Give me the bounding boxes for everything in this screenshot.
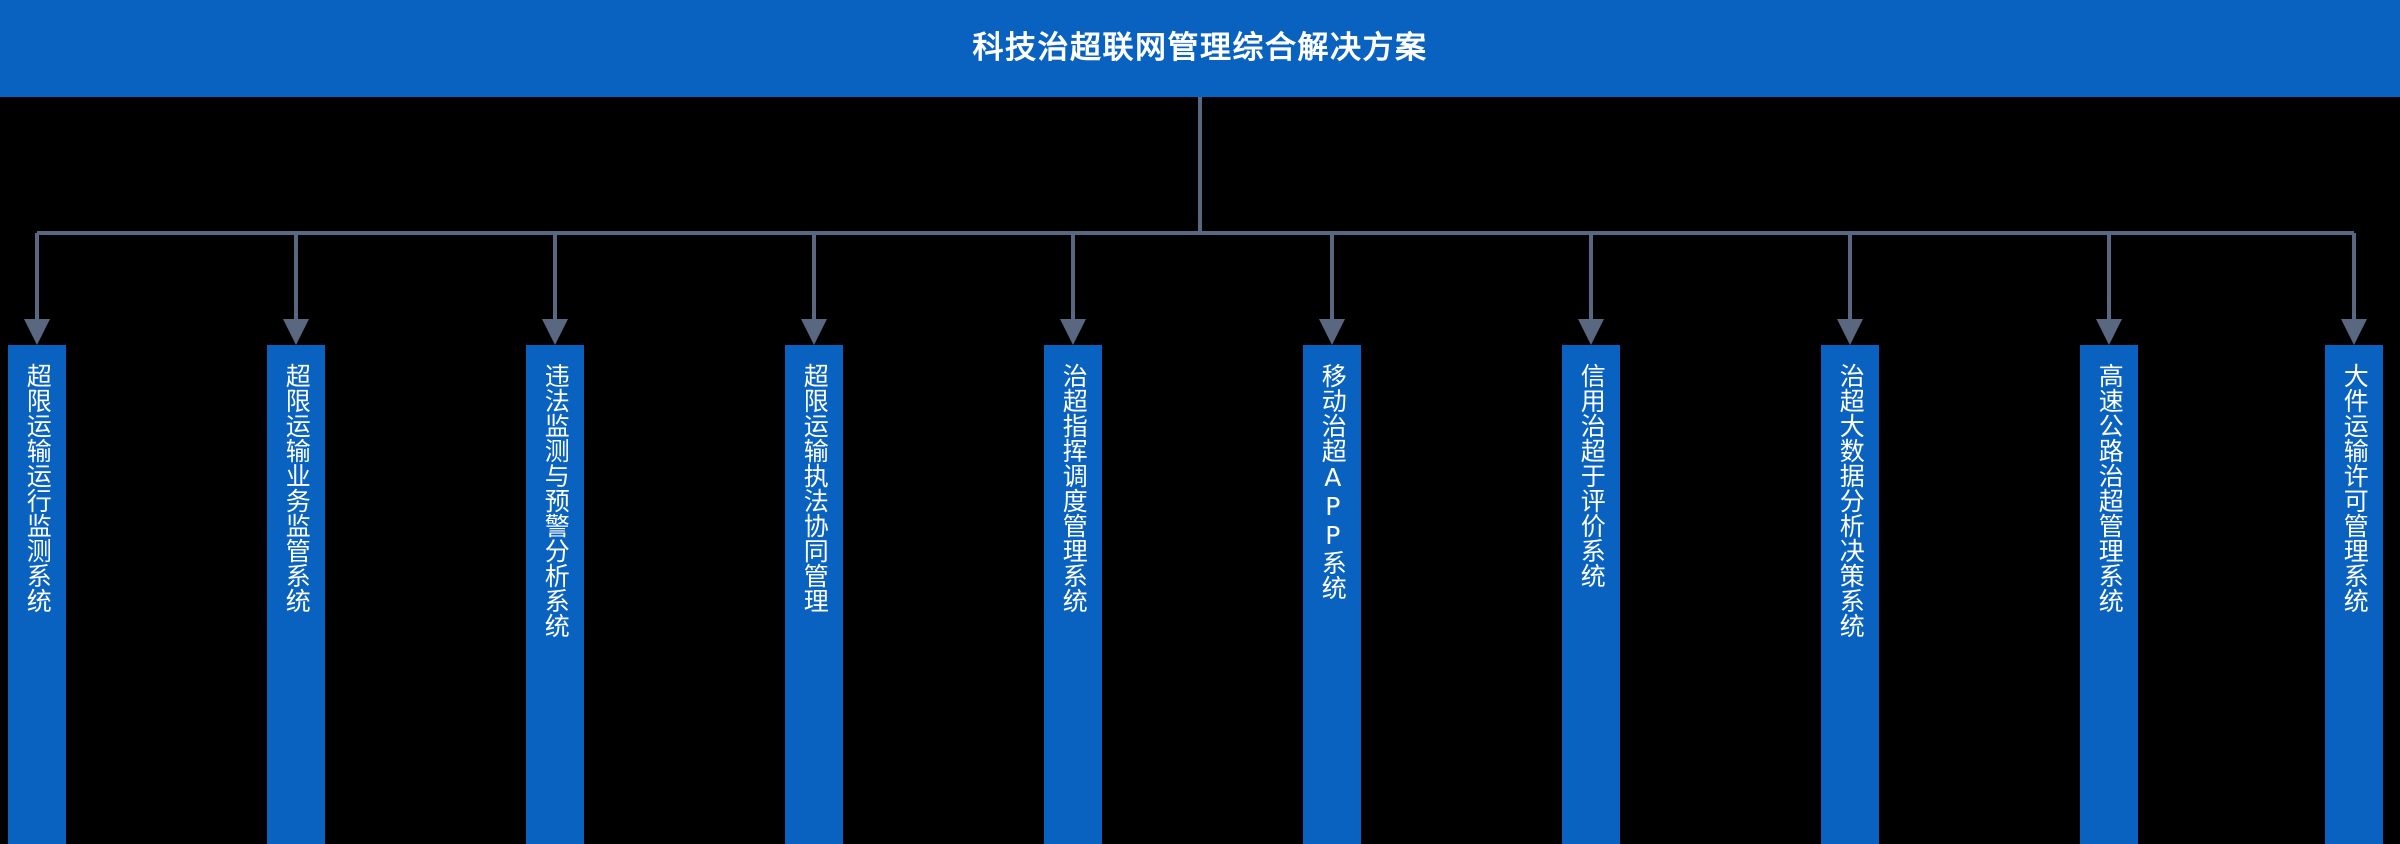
arrowhead-icon-0 [24,319,50,345]
node-box-2[interactable]: 超限运输业务监管系统 [267,345,325,844]
page-title: 科技治超联网管理综合解决方案 [972,30,1428,66]
node-label: 信用治超于评价系统 [1577,363,1607,588]
node-label: 违法监测与预警分析系统 [541,363,571,638]
node-label: 移动治超APP系统 [1318,363,1348,600]
arrowhead-icon-1 [283,319,309,345]
arrowhead-icon-7 [1837,319,1863,345]
arrowhead-icon-9 [2341,319,2367,345]
arrowhead-icon-8 [2096,319,2122,345]
arrowhead-icon-4 [1060,319,1086,345]
node-box-10[interactable]: 大件运输许可管理系统 [2325,345,2383,844]
node-label: 高速公路治超管理系统 [2095,363,2125,613]
node-box-3[interactable]: 违法监测与预警分析系统 [526,345,584,844]
node-label: 大件运输许可管理系统 [2340,363,2370,613]
node-label: 超限运输业务监管系统 [282,363,312,613]
arrowhead-icon-6 [1578,319,1604,345]
arrowhead-icon-5 [1319,319,1345,345]
arrowhead-icon-3 [801,319,827,345]
node-label: 超限运输运行监测系统 [23,363,53,613]
node-box-1[interactable]: 超限运输运行监测系统 [8,345,66,844]
node-box-9[interactable]: 高速公路治超管理系统 [2080,345,2138,844]
node-label: 治超指挥调度管理系统 [1059,363,1089,613]
arrowhead-icon-2 [542,319,568,345]
node-box-6[interactable]: 移动治超APP系统 [1303,345,1361,844]
node-box-7[interactable]: 信用治超于评价系统 [1562,345,1620,844]
node-label: 治超大数据分析决策系统 [1836,363,1866,638]
node-label: 超限运输执法协同管理 [800,363,830,613]
header-bar: 科技治超联网管理综合解决方案 [0,0,2400,97]
node-box-8[interactable]: 治超大数据分析决策系统 [1821,345,1879,844]
node-box-5[interactable]: 治超指挥调度管理系统 [1044,345,1102,844]
node-box-4[interactable]: 超限运输执法协同管理 [785,345,843,844]
